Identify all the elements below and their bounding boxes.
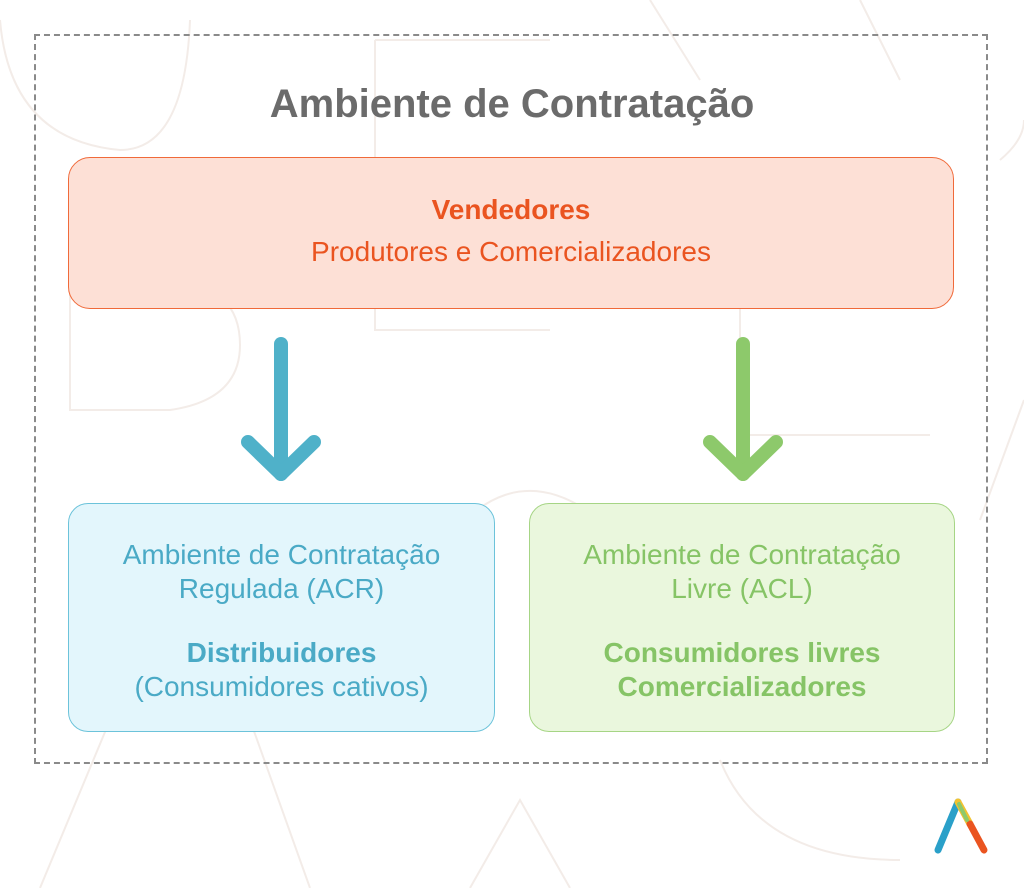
- acl-line1: Ambiente de Contratação: [583, 539, 901, 570]
- acr-box: Ambiente de Contratação Regulada (ACR) D…: [68, 503, 495, 732]
- arrow-down-icon: [703, 337, 783, 481]
- diagram-title: Ambiente de Contratação: [269, 82, 755, 126]
- acl-free-consumers: Consumidores livres: [603, 637, 881, 668]
- arrow-down-icon: [241, 337, 321, 481]
- sellers-subtitle: Produtores e Comercializadores: [311, 236, 711, 267]
- acr-line2: Regulada (ACR): [178, 573, 385, 604]
- acr-captive-note: (Consumidores cativos): [134, 671, 429, 702]
- diagram-frame: [34, 34, 988, 764]
- acl-box: Ambiente de Contratação Livre (ACL) Cons…: [529, 503, 955, 732]
- acr-line1: Ambiente de Contratação: [122, 539, 441, 570]
- sellers-heading: Vendedores: [431, 194, 591, 225]
- acl-traders: Comercializadores: [617, 671, 867, 702]
- acr-distributors: Distribuidores: [186, 637, 377, 668]
- sellers-box: Vendedores Produtores e Comercializadore…: [68, 157, 954, 309]
- acl-line2: Livre (ACL): [671, 573, 813, 604]
- brand-logo-icon: [934, 798, 988, 854]
